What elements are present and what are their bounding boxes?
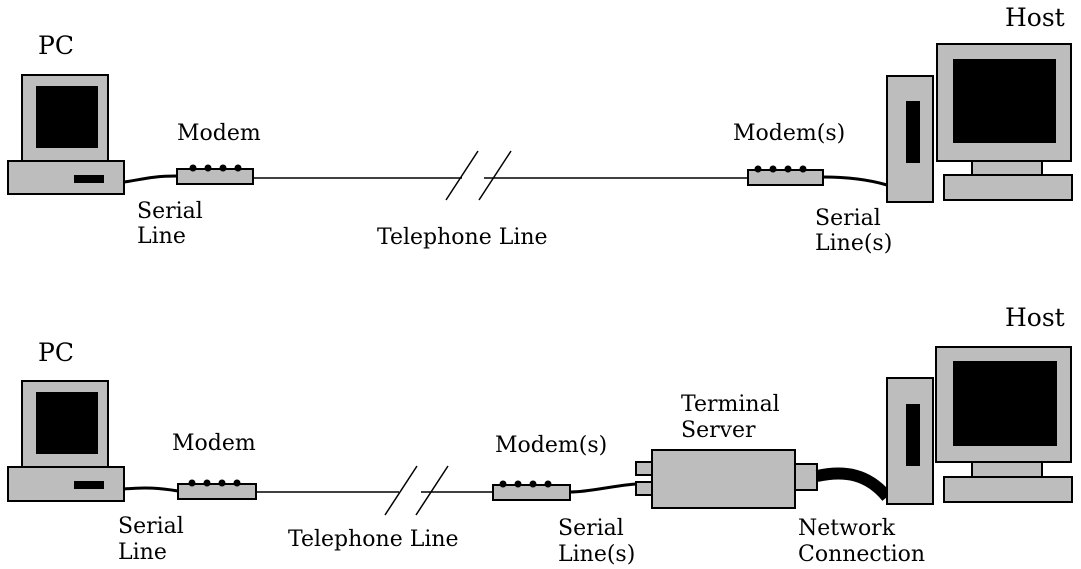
top-host-modem-icon [748,166,823,186]
top-host-modem-label: Modem(s) [733,121,845,147]
top-telephone-line-label: Telephone Line [377,225,548,251]
bottom-server-serial-cable [570,484,636,492]
bottom-telephone-line-label: Telephone Line [288,527,459,553]
top-modem-label: Modem [177,121,261,147]
top-host-serial-cable [823,177,887,185]
bottom-scenario [8,347,1072,515]
top-scenario [8,44,1072,202]
bottom-telephone-line [256,466,493,515]
bottom-server-serial-label-2: Line(s) [558,542,635,568]
top-serial-line-label-2: Line [137,224,186,250]
terminal-server-icon [636,450,817,508]
network-cable [817,474,887,497]
network-connection-label-1: Network [798,516,895,542]
bottom-pc-icon [8,381,124,501]
top-host-label: Host [1005,4,1065,32]
top-host-icon [887,44,1072,202]
bottom-host-label: Host [1005,304,1065,332]
bottom-serial-cable [124,488,178,491]
top-pc-icon [8,75,124,194]
bottom-server-modem-label: Modem(s) [495,433,607,459]
bottom-modem-label: Modem [172,431,256,457]
bottom-pc-label: PC [38,339,74,367]
top-host-serial-label-1: Serial [815,206,881,232]
bottom-server-serial-label-1: Serial [558,516,624,542]
top-host-serial-label-2: Line(s) [815,231,892,257]
terminal-server-label-2: Server [681,418,756,444]
top-modem-icon [177,165,253,185]
top-serial-line-label-1: Serial [137,199,203,225]
bottom-serial-line-label-2: Line [118,540,167,566]
top-pc-label: PC [38,32,74,60]
bottom-serial-line-label-1: Serial [118,514,184,540]
terminal-server-label-1: Terminal [681,392,780,418]
top-serial-cable [124,176,177,182]
bottom-host-icon [887,347,1072,504]
bottom-modem-icon [178,480,256,500]
bottom-server-modem-icon [493,481,570,501]
network-connection-label-2: Connection [798,542,925,568]
top-telephone-line [253,151,748,200]
